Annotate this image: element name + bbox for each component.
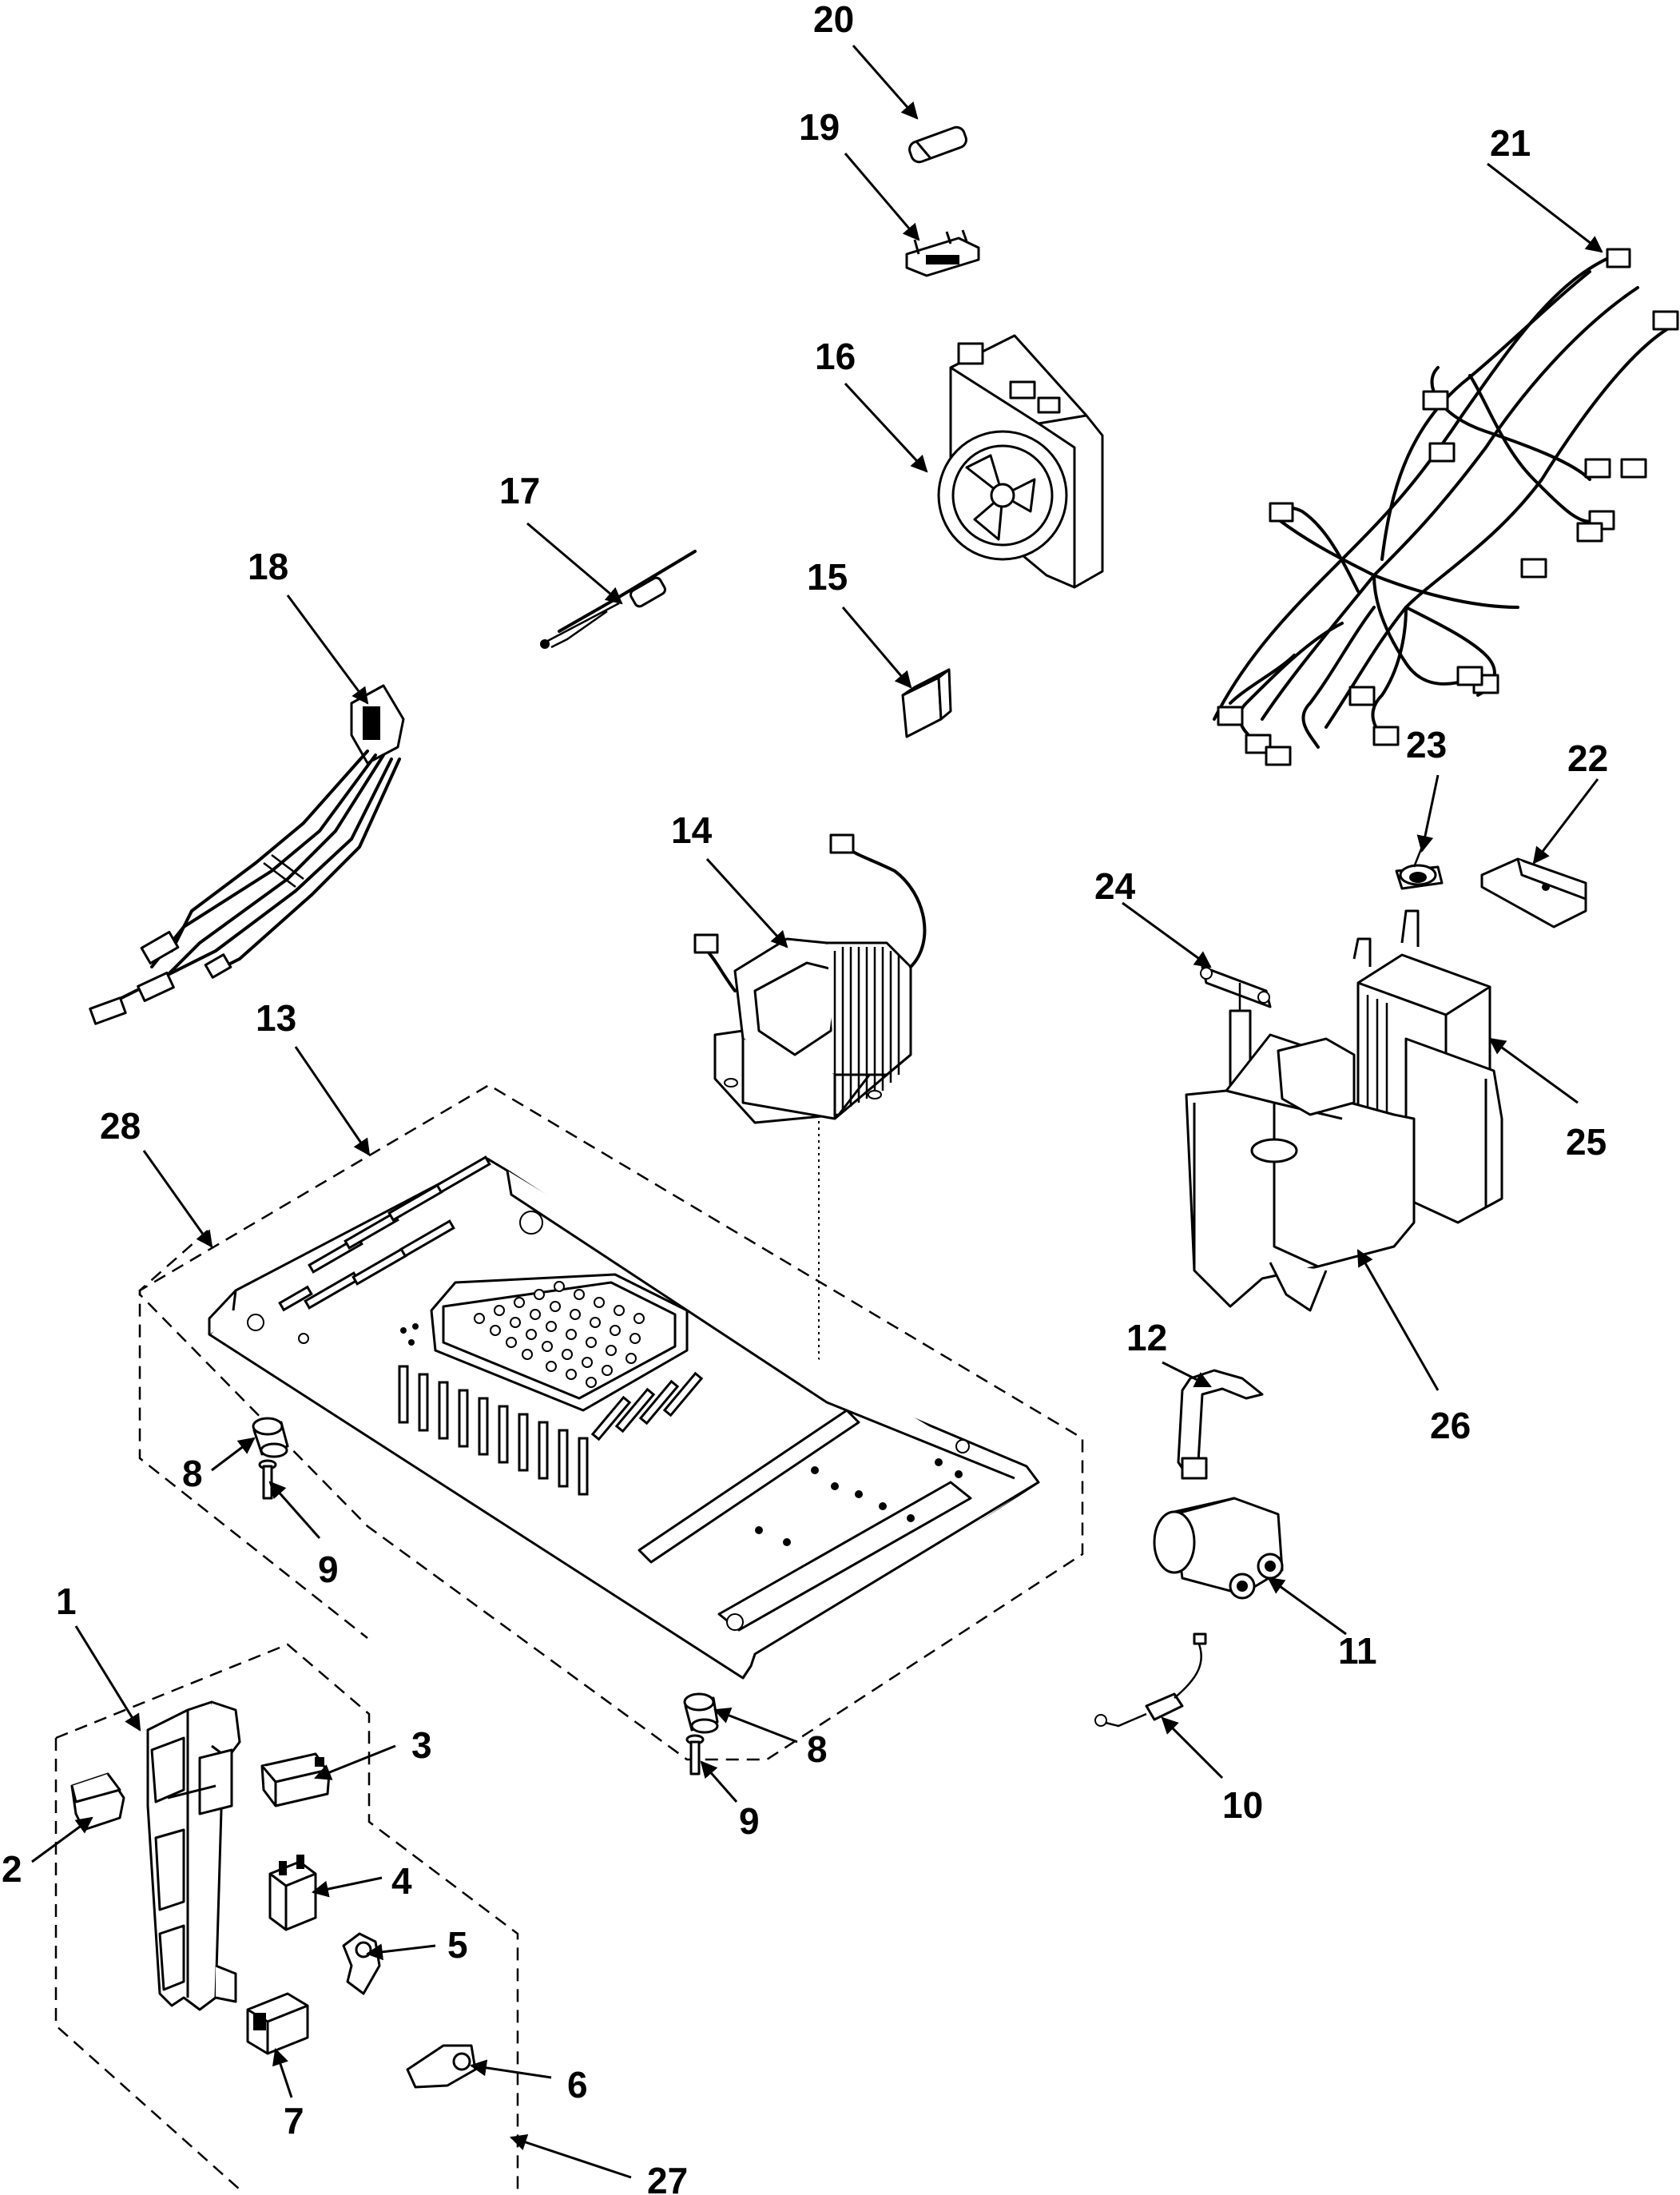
- callout-27: 27: [647, 2160, 688, 2195]
- screw-part-9-left: [258, 1459, 277, 1500]
- switch-part-4: [268, 1855, 317, 1931]
- fuse-holder-part-19: [905, 229, 980, 277]
- callout-21: 21: [1490, 122, 1531, 164]
- block-part-15: [901, 668, 952, 738]
- hv-diode-part-10: [1094, 1632, 1207, 1728]
- callout-13: 13: [256, 997, 296, 1039]
- callout-16: 16: [815, 336, 856, 377]
- air-guide-part-26: [1185, 1033, 1416, 1312]
- callout-26: 26: [1430, 1405, 1471, 1446]
- callout-28: 28: [100, 1105, 141, 1147]
- screw-part-9-right: [685, 1734, 705, 1775]
- assembly-28-boundary-left: [138, 1230, 368, 1639]
- transformer-part-14: [693, 833, 927, 1124]
- foot-part-8-right: [683, 1692, 719, 1734]
- cam-part-6: [406, 2044, 477, 2089]
- callout-14: 14: [671, 809, 713, 851]
- switch-part-3: [260, 1752, 331, 1807]
- callout-8-right: 8: [807, 1728, 828, 1770]
- assembly-27-boundary: [55, 1643, 519, 2193]
- capacitor-clamp-part-12: [1177, 1369, 1264, 1480]
- callout-17: 17: [499, 470, 540, 511]
- callout-19: 19: [799, 106, 840, 148]
- assembly-28-boundary: [138, 1084, 1084, 1761]
- capacitor-part-11: [1153, 1497, 1284, 1600]
- callout-1: 1: [56, 1581, 77, 1622]
- thermistor-part-17: [540, 550, 697, 649]
- callout-9-left: 9: [318, 1549, 339, 1590]
- callout-18: 18: [248, 546, 288, 587]
- callout-24: 24: [1094, 865, 1136, 907]
- vent-slots-top: [278, 1155, 491, 1312]
- leader-lines: [31, 45, 1603, 2179]
- vent-holes-grid: [474, 1281, 645, 1388]
- callout-2: 2: [2, 1848, 22, 1890]
- magnetron-part-25: [1352, 909, 1503, 1224]
- callout-9-right: 9: [739, 1800, 760, 1842]
- callout-4: 4: [391, 1860, 412, 1902]
- base-plate-part-13: [208, 1155, 1040, 1680]
- callout-10: 10: [1222, 1784, 1263, 1826]
- wire-harness-part-21: [1213, 248, 1679, 766]
- callout-23: 23: [1406, 724, 1447, 765]
- latch-board-part-1: [146, 1700, 241, 2011]
- callout-11: 11: [1338, 1630, 1377, 1672]
- foot-part-8-left: [252, 1417, 289, 1458]
- diode-part-24: [1200, 965, 1272, 1088]
- callout-5: 5: [447, 1924, 468, 1966]
- fan-motor-part-16: [937, 334, 1104, 589]
- tab-part-2: [70, 1772, 125, 1831]
- callout-8-left: 8: [182, 1453, 203, 1494]
- callout-20: 20: [813, 0, 854, 40]
- callout-7: 7: [284, 2100, 304, 2141]
- thermostat-part-23: [1395, 846, 1444, 890]
- callout-3: 3: [411, 1724, 432, 1766]
- callout-labels: 20 19 21 16 17 18 15 14 22 23 24 25 26 1…: [2, 0, 1608, 2195]
- switch-part-7: [246, 1992, 309, 2055]
- vent-slots-bottom: [398, 1365, 704, 1496]
- bracket-part-22: [1480, 857, 1587, 929]
- callout-15: 15: [807, 556, 848, 598]
- lever-part-5: [342, 1932, 381, 1995]
- callout-6: 6: [567, 2064, 588, 2106]
- wire-harness-part-18: [89, 684, 405, 1025]
- callout-22: 22: [1567, 738, 1608, 779]
- assembly-27-boundary-left: [54, 1738, 240, 2190]
- callout-25: 25: [1566, 1121, 1607, 1163]
- fuse-part-20: [908, 125, 967, 164]
- callout-12: 12: [1126, 1317, 1167, 1358]
